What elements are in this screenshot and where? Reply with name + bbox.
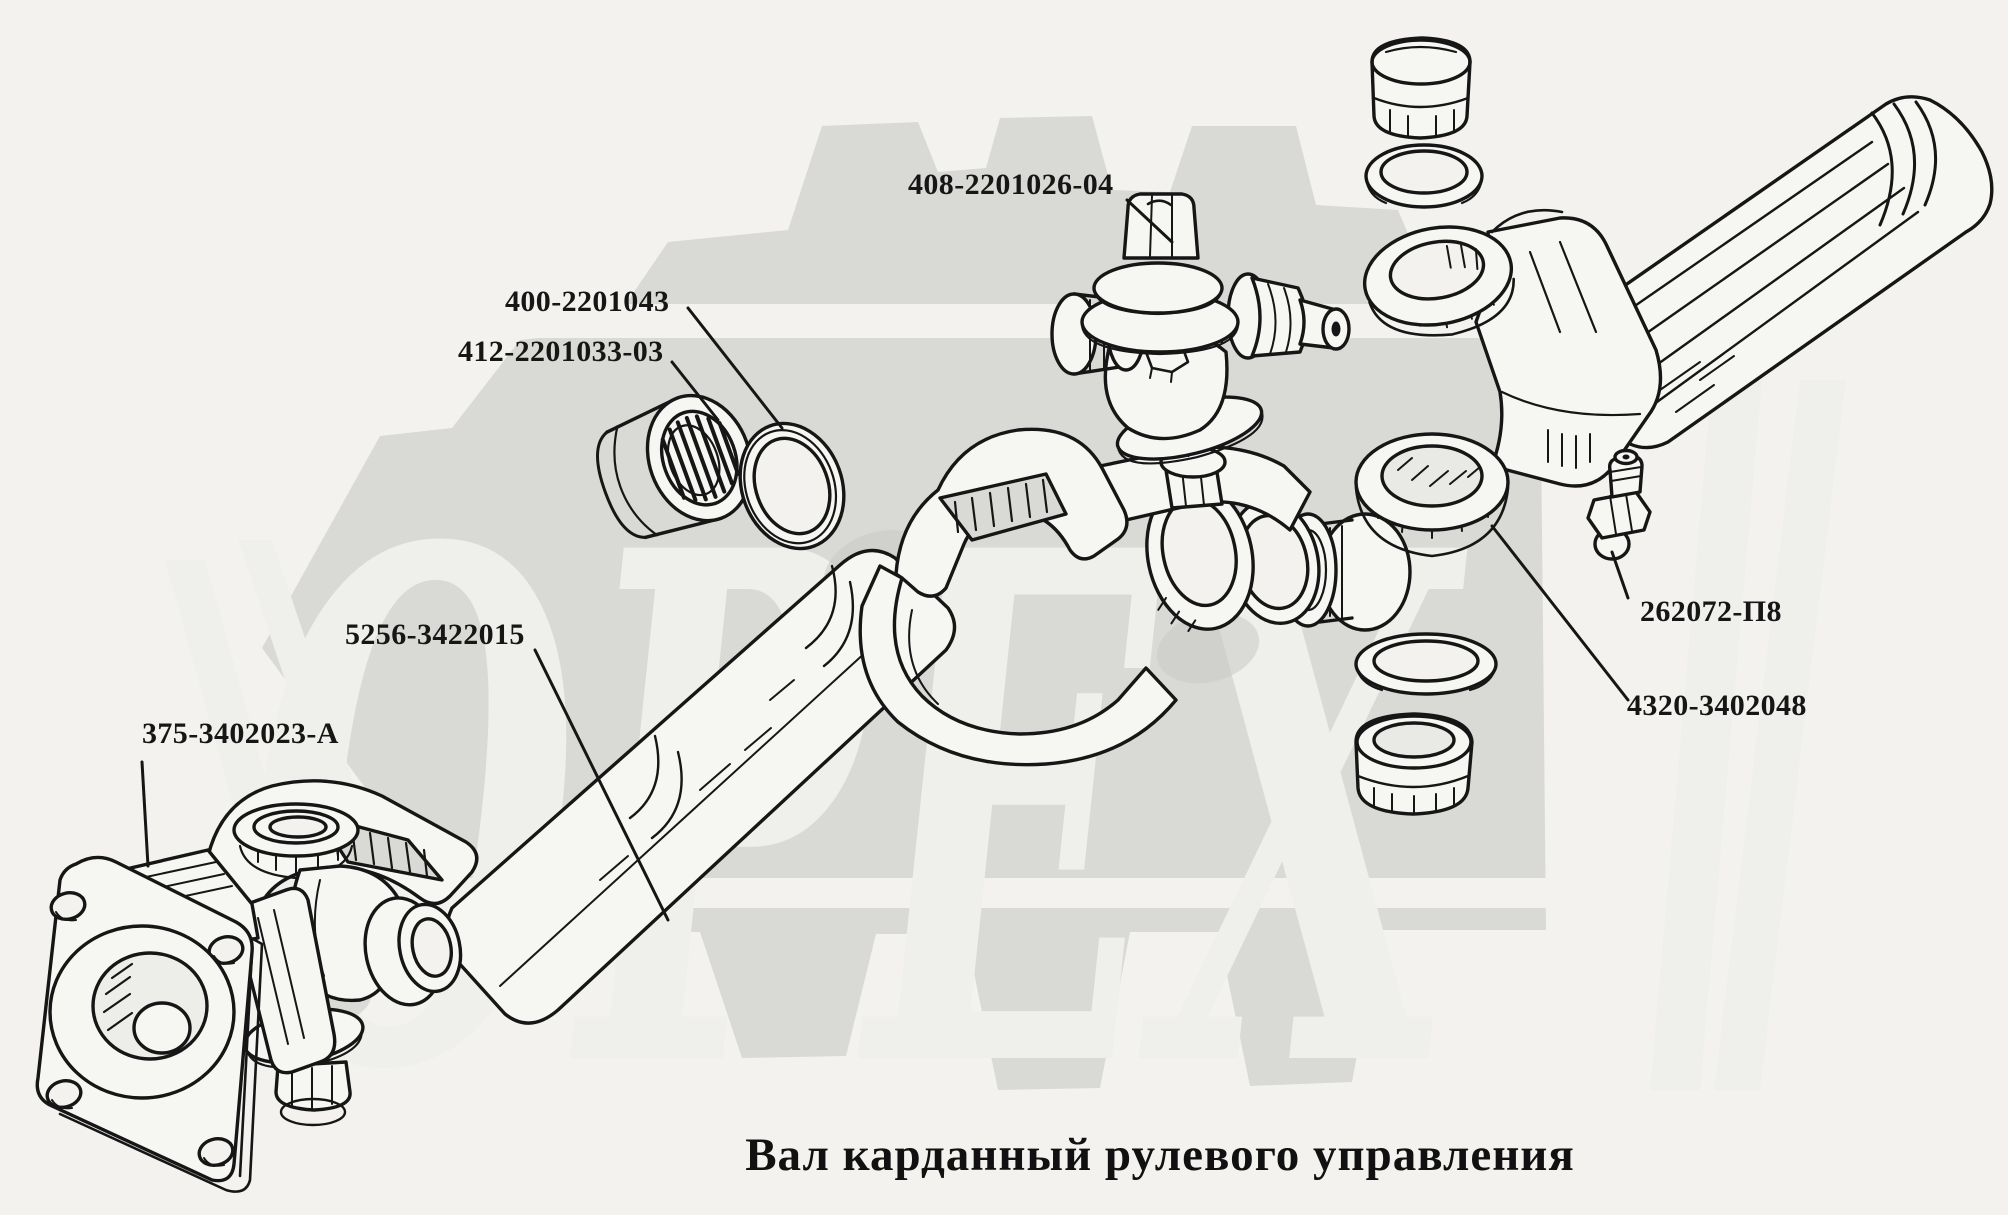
part-number-label-seal-ring: 400-2201043 [505,285,670,318]
seal-ring [738,421,846,551]
right-yoke [1362,208,1663,488]
part-number-label-shaft-tube: 5256-3422015 [345,618,525,651]
leader-lines [140,198,1630,922]
part-number-label-spider-assembly: 408-2201026-04 [908,168,1114,201]
bearing-bushing [1354,712,1474,816]
center-bearing-set [1145,481,1412,633]
spider-assembly [1050,192,1351,510]
part-number-label-bearing-race-ring: 4320-3402048 [1627,689,1807,722]
diagram-title: Вал карданный рулевого управления [745,1129,1575,1181]
part-number-label-needle-bearing: 412-2201033-03 [458,335,664,368]
dust-cap [1370,36,1472,140]
seal-ring-lower [1354,632,1498,696]
needle-bearing [596,393,753,540]
flange [35,848,264,1193]
shaft-tube [444,548,957,1025]
seal-ring-upper [1364,143,1484,209]
grease-fitting [1586,448,1652,561]
part-number-label-flange: 375-3402023-А [142,717,339,750]
part-number-label-grease-fitting: 262072-П8 [1640,595,1782,628]
universal-joint [199,779,479,1127]
bearing-race-ring [1354,432,1510,558]
